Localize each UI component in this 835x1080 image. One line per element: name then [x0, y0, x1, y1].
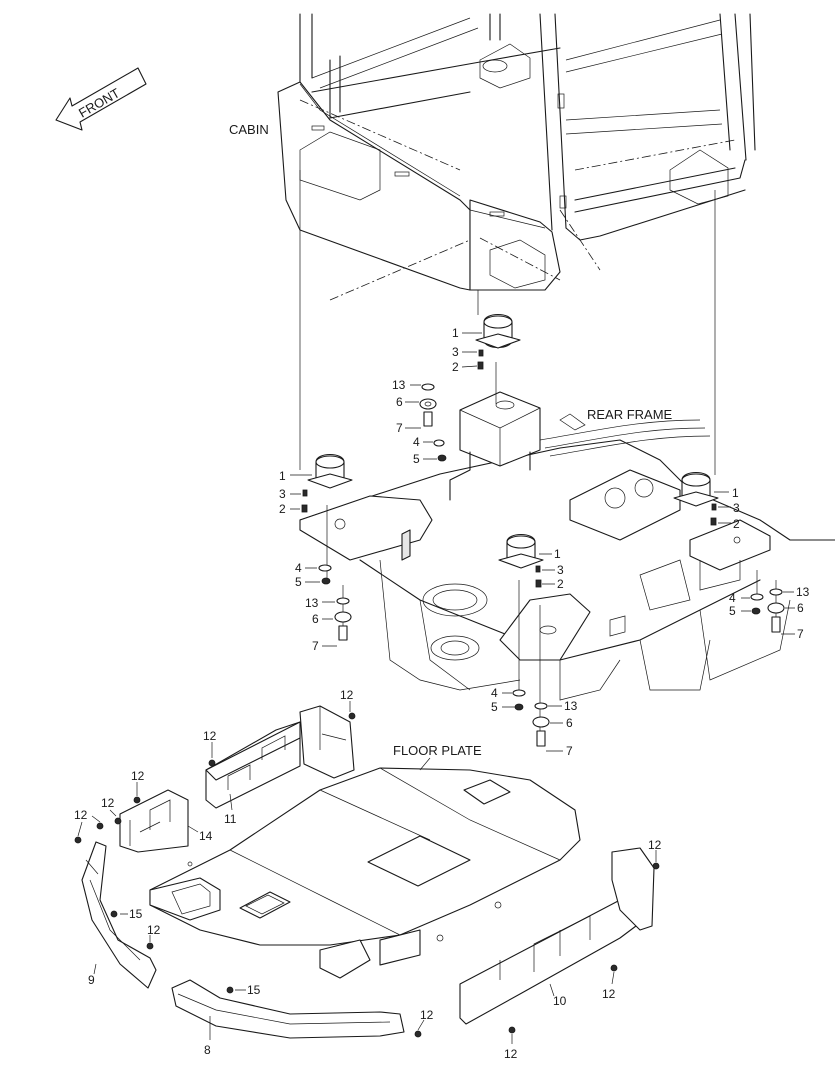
- callout-15: 15: [129, 907, 143, 921]
- floor-callouts: 12 12 11 12 12 12 14 15 12 9 15 8 12 12 …: [74, 688, 662, 1061]
- callout-6: 6: [566, 716, 573, 730]
- cabin-label: CABIN: [229, 122, 269, 137]
- callout-14: 14: [199, 829, 213, 843]
- rear-frame-label: REAR FRAME: [587, 407, 673, 422]
- callout-12: 12: [147, 923, 161, 937]
- callout-7: 7: [396, 421, 403, 435]
- callout-7: 7: [566, 744, 573, 758]
- callout-3: 3: [452, 345, 459, 359]
- callout-13: 13: [564, 699, 578, 713]
- callout-2: 2: [452, 360, 459, 374]
- callout-13: 13: [305, 596, 319, 610]
- callout-3: 3: [733, 501, 740, 515]
- callout-6: 6: [396, 395, 403, 409]
- callout-1: 1: [554, 547, 561, 561]
- callout-5: 5: [729, 604, 736, 618]
- callout-12: 12: [131, 769, 145, 783]
- callout-13: 13: [796, 585, 810, 599]
- floor-plate: FLOOR PLATE: [149, 743, 581, 979]
- callout-15: 15: [247, 983, 261, 997]
- callout-13: 13: [392, 378, 406, 392]
- part-14-bracket: [119, 789, 189, 853]
- callout-11: 11: [224, 812, 237, 826]
- callout-2: 2: [557, 577, 564, 591]
- floor-plate-label: FLOOR PLATE: [393, 743, 482, 758]
- callout-2: 2: [279, 502, 286, 516]
- callout-12: 12: [648, 838, 662, 852]
- callout-1: 1: [452, 326, 459, 340]
- part-11-bracket: [205, 705, 355, 809]
- callout-3: 3: [279, 487, 286, 501]
- mount-front-right: 1 3 2 4 5 13 6 7: [673, 471, 810, 641]
- callout-5: 5: [295, 575, 302, 589]
- callout-7: 7: [312, 639, 319, 653]
- callout-4: 4: [295, 561, 302, 575]
- callout-4: 4: [491, 686, 498, 700]
- callout-12: 12: [203, 729, 217, 743]
- callout-4: 4: [413, 435, 420, 449]
- callout-6: 6: [312, 612, 319, 626]
- mount-rear-center: 1 3 2 13 6 7 4 5: [392, 313, 521, 466]
- part-10-rear-cover: [459, 847, 655, 1025]
- callout-12: 12: [602, 987, 616, 1001]
- rear-frame: REAR FRAME: [299, 391, 835, 701]
- callout-3: 3: [557, 563, 564, 577]
- callout-12: 12: [101, 796, 115, 810]
- callout-5: 5: [413, 452, 420, 466]
- callout-12: 12: [74, 808, 88, 822]
- part-9-side-cover: [81, 841, 157, 989]
- front-direction-arrow: FRONT: [55, 67, 147, 131]
- callout-12: 12: [504, 1047, 518, 1061]
- callout-1: 1: [732, 486, 739, 500]
- callout-12: 12: [420, 1008, 434, 1022]
- callout-6: 6: [797, 601, 804, 615]
- callout-1: 1: [279, 469, 286, 483]
- callout-10: 10: [553, 994, 567, 1008]
- mount-front-left: 1 3 2 4 5 13 6 7: [279, 453, 353, 653]
- callout-8: 8: [204, 1043, 211, 1057]
- callout-7: 7: [797, 627, 804, 641]
- part-8-front-cover: [171, 979, 405, 1039]
- cabin: CABIN: [229, 13, 756, 301]
- callout-4: 4: [729, 591, 736, 605]
- callout-12: 12: [340, 688, 354, 702]
- callout-9: 9: [88, 973, 95, 987]
- callout-2: 2: [733, 517, 740, 531]
- callout-5: 5: [491, 700, 498, 714]
- mount-center: 1 3 2 4 5 13 6 7: [491, 533, 578, 758]
- alignment-lines: [299, 170, 777, 740]
